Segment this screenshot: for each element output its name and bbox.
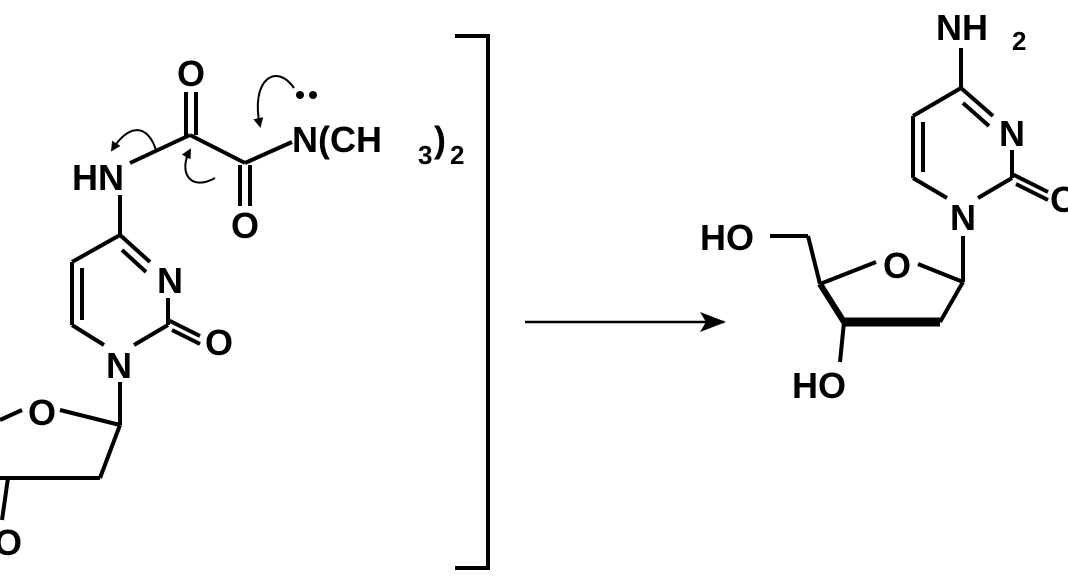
atom-ring-n3: N xyxy=(157,260,183,301)
bond-c6-n1 xyxy=(911,176,949,200)
bond-c3prime-oh xyxy=(0,477,10,521)
bond-c4-c5 xyxy=(911,86,963,118)
bond-o-c4prime xyxy=(0,408,23,422)
bond-c2-o-a xyxy=(167,318,201,338)
bond-hn-c1 xyxy=(129,133,191,165)
bond-c1prime-c2prime xyxy=(938,281,965,323)
bond-c3prime-oh xyxy=(838,321,846,363)
atom-ring-oxygen: O xyxy=(205,322,233,363)
atom-sugar-oxygen: O xyxy=(28,392,56,433)
atom-ring-n1: N xyxy=(106,345,132,386)
bond-o-c4prime xyxy=(819,260,877,286)
atom-primary-hydroxyl: HO xyxy=(700,217,754,258)
subscript-3: 3 xyxy=(418,140,432,170)
lone-pair-dot xyxy=(309,91,317,99)
bond-c4-c5 xyxy=(71,233,121,264)
atom-ring-oxygen-partial: O xyxy=(1050,179,1068,220)
bond-c3prime-c4prime xyxy=(817,282,847,324)
atom-amine-nh2: NH xyxy=(936,7,988,48)
atom-amide-nh: HN xyxy=(72,157,124,198)
reactant-molecule: O O N(CH 3 ) 2 HN N O N O O xyxy=(0,34,490,570)
bond-c2-n xyxy=(244,140,293,165)
subscript-2: 2 xyxy=(1012,26,1026,56)
bond-c1-c2 xyxy=(189,133,246,165)
curly-arrow-n-lone-pair xyxy=(253,75,295,128)
atom-hydroxyl-partial: O xyxy=(0,522,22,563)
bond-c6-n1 xyxy=(70,323,106,347)
bond-n3-c4-b xyxy=(120,248,148,274)
atom-carbonyl-oxygen-bottom: O xyxy=(231,205,259,246)
bond-c1prime-o xyxy=(917,262,964,284)
subscript-2: 2 xyxy=(450,140,464,170)
curly-arrow-nh-attack xyxy=(110,129,157,152)
atom-dimethylamino-close: ) xyxy=(434,119,446,160)
product-molecule: NH 2 N O N HO O HO xyxy=(700,7,1068,406)
atom-secondary-hydroxyl: HO xyxy=(792,365,846,406)
bond-c2-o-a xyxy=(1011,172,1049,194)
atom-sugar-oxygen: O xyxy=(883,245,911,286)
bond-n1-c2 xyxy=(976,176,1014,200)
bond-n1-c2 xyxy=(132,323,170,347)
bond-c2-o-b xyxy=(1015,182,1049,202)
bond-c4prime-c5prime xyxy=(806,235,822,285)
lone-pair-dot xyxy=(296,91,304,99)
bond-c1prime-o xyxy=(59,408,121,427)
right-bracket xyxy=(455,34,490,570)
curly-arrow-carbonyl xyxy=(181,148,216,184)
bond-n3-c4-b xyxy=(961,101,991,128)
atom-dimethylamino-nitrogen: N(CH xyxy=(292,119,382,160)
atom-ring-n3: N xyxy=(999,113,1025,154)
bond-n3-c4-a xyxy=(118,233,152,264)
atom-carbonyl-oxygen-top: O xyxy=(177,53,205,94)
atom-ring-n1: N xyxy=(950,197,976,238)
bond-n3-c4-a xyxy=(959,86,995,118)
bond-c1prime-c2prime xyxy=(98,424,122,479)
bond-c2-o-b xyxy=(171,328,201,346)
